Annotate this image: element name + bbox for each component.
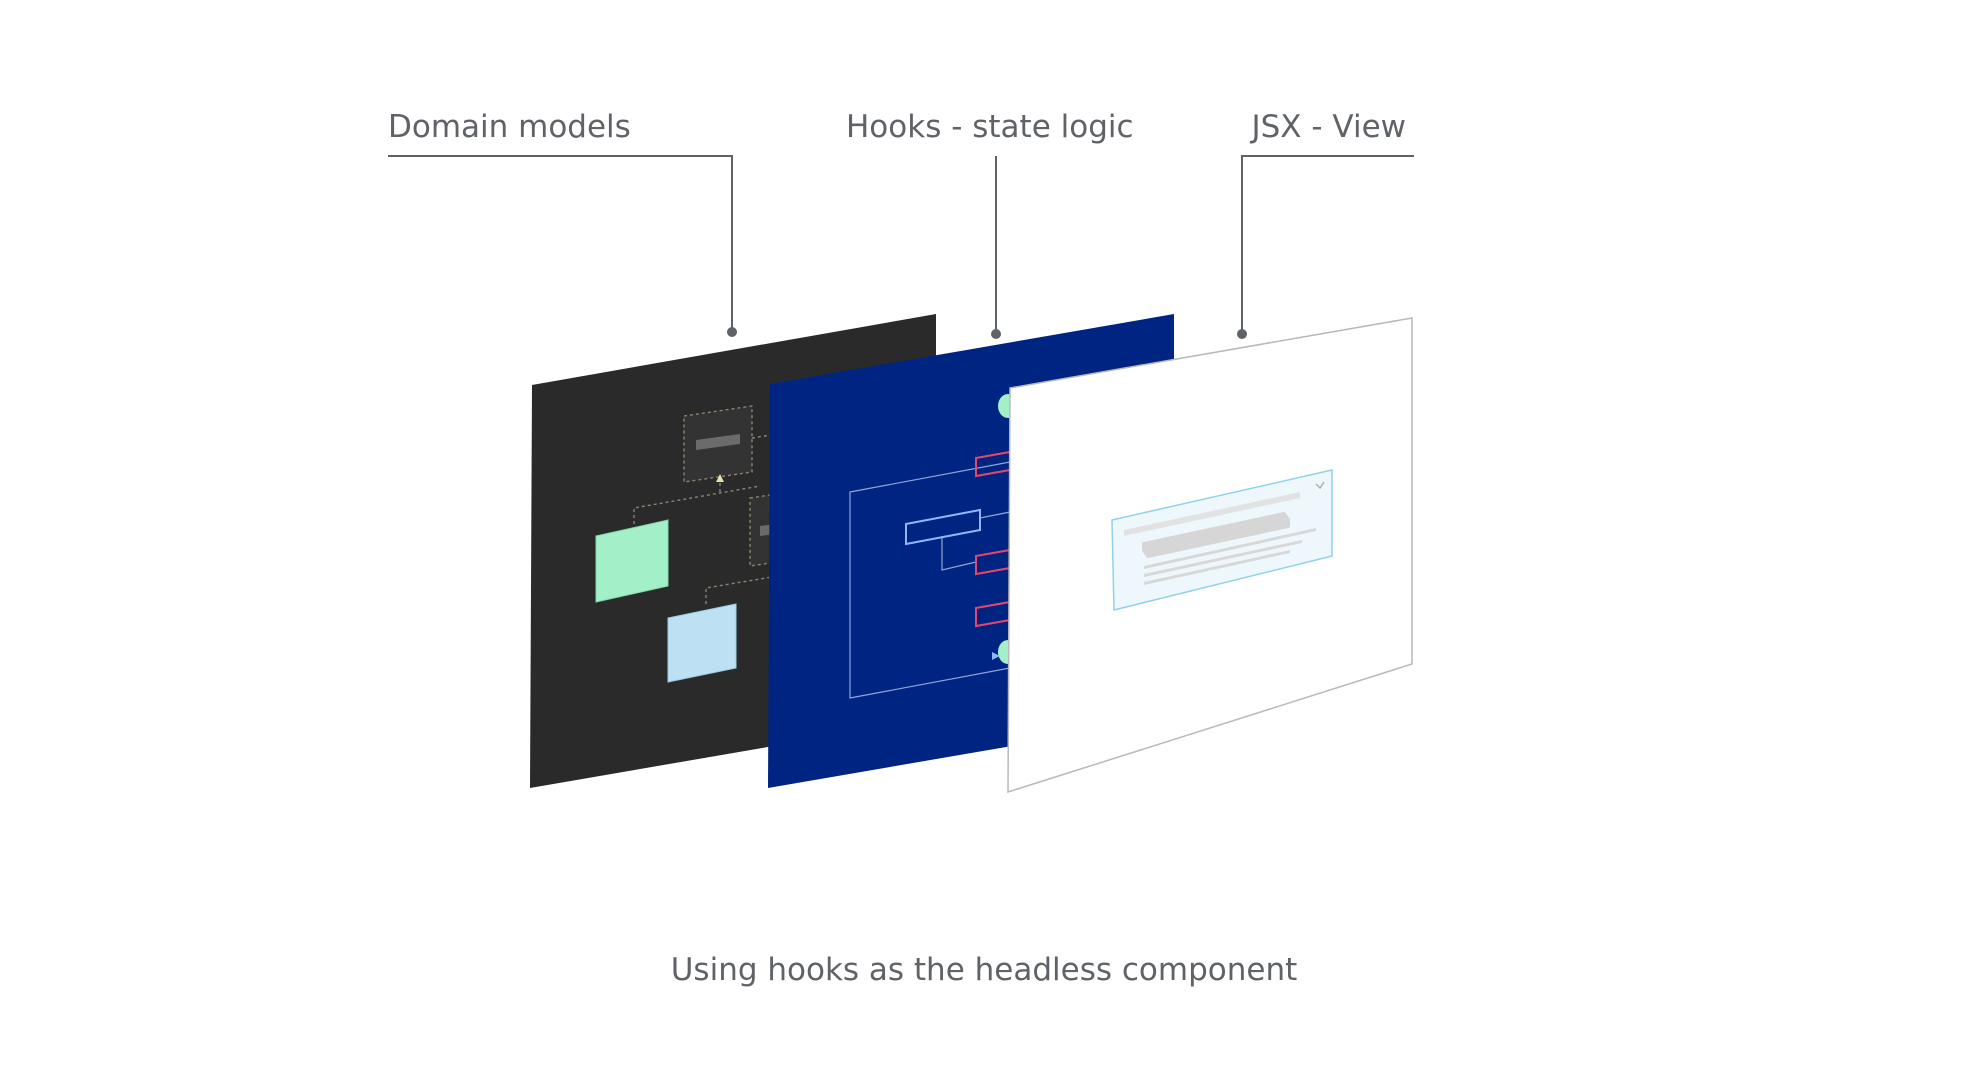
view-text-line-1 — [1144, 528, 1316, 569]
chevron-down-icon — [1315, 481, 1325, 490]
layer-label-hooks: Hooks - state logic — [846, 109, 1134, 145]
model-card-green — [595, 519, 669, 603]
leader-dot-hooks — [991, 329, 1001, 339]
leader-dots — [727, 327, 1247, 339]
view-option-highlight — [1142, 512, 1290, 558]
hook-state-connector — [941, 538, 977, 571]
model-box-top-bar — [696, 434, 740, 450]
layer-jsx-view — [1007, 317, 1413, 794]
leader-line-domain-models — [388, 155, 733, 332]
layer-label-domain-models: Domain models — [388, 109, 631, 145]
hook-state-connector-right — [979, 511, 1011, 519]
hook-arrow-icon — [992, 652, 1000, 660]
view-text-line-3 — [1144, 550, 1290, 585]
diagram-caption: Using hooks as the headless component — [671, 952, 1298, 988]
layer-label-jsx-view: JSX - View — [1249, 109, 1406, 145]
model-card-blue — [667, 603, 737, 683]
view-dropdown-header-bar — [1124, 492, 1300, 536]
leader-dot-jsx-view — [1237, 329, 1247, 339]
model-connector-bottom — [705, 573, 791, 604]
leader-lines — [388, 155, 1414, 334]
leader-dot-domain-models — [727, 327, 737, 337]
leader-line-jsx-view — [1241, 155, 1414, 334]
hook-state-box — [905, 508, 981, 546]
model-arrow-up-icon — [716, 474, 724, 482]
view-text-line-2 — [1144, 540, 1302, 577]
